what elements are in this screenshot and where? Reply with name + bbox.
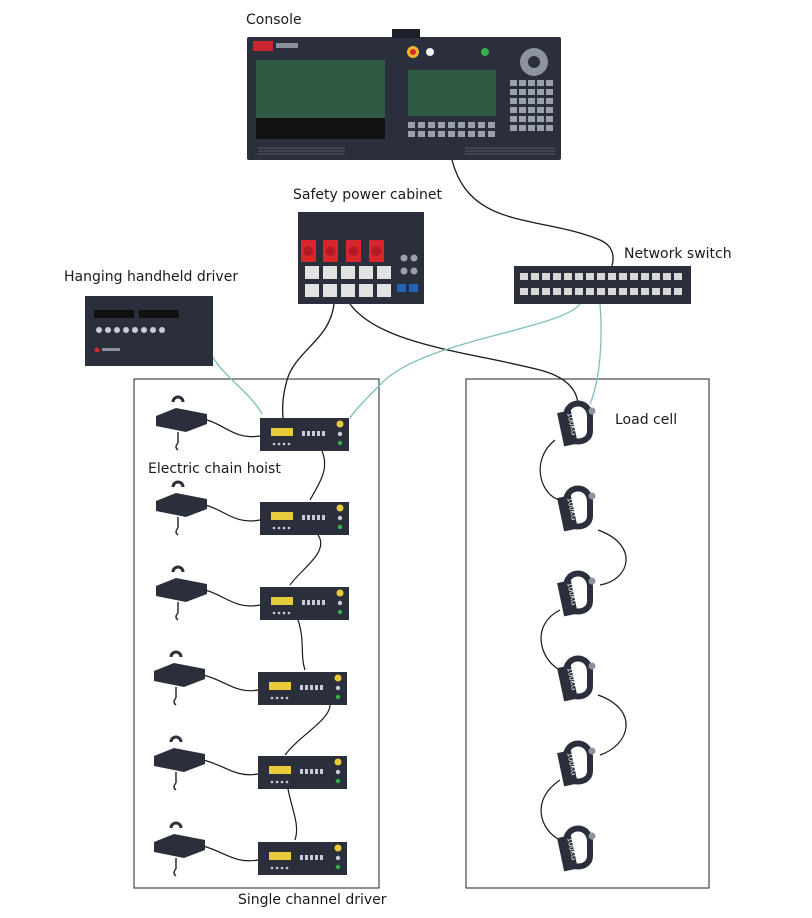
console-keypad: [510, 80, 553, 131]
chain-hoist: [154, 821, 205, 877]
load-cell: 100KG: [557, 485, 596, 532]
single-channel-driver-label: Single channel driver: [238, 892, 387, 908]
load-cell: 100KG: [557, 825, 596, 872]
chain-hoist-label: Electric chain hoist: [148, 461, 281, 477]
chain-hoist: [156, 480, 207, 536]
network-switch-label: Network switch: [624, 246, 732, 262]
console-label: Console: [246, 12, 302, 28]
console-device: [247, 29, 561, 160]
network-switch: [514, 266, 691, 304]
single-channel-driver: [258, 756, 347, 789]
console-sub-screen: [408, 70, 496, 116]
single-channel-driver: [260, 587, 349, 620]
load-cell: 100KG: [557, 740, 596, 787]
switch-ports: [520, 273, 682, 295]
single-channel-driver: [258, 672, 347, 705]
load-cell: 100KG: [557, 655, 596, 702]
power-sockets: [301, 240, 384, 262]
safety-power-cabinet: [298, 212, 424, 304]
load-cell: 100KG: [557, 400, 596, 447]
chain-hoist: [154, 735, 205, 791]
single-channel-driver: [260, 418, 349, 451]
single-channel-driver: [260, 502, 349, 535]
driver-chain-cables: [202, 419, 331, 862]
load-cell-group-frame: [465, 378, 710, 889]
safety-cabinet-label: Safety power cabinet: [293, 187, 442, 203]
single-channel-driver: [258, 842, 347, 875]
load-cell-label: Load cell: [615, 412, 678, 428]
chain-hoist: [154, 650, 205, 706]
load-cell: 100KG: [557, 570, 596, 617]
driver-group-frame: [133, 378, 380, 889]
console-button-row: [408, 122, 495, 137]
network-cables: [211, 159, 614, 419]
handheld-driver-label: Hanging handheld driver: [64, 269, 239, 285]
handheld-driver-device: [85, 296, 213, 366]
chain-hoist: [156, 395, 207, 451]
chain-hoist: [156, 565, 207, 621]
load-cell-chain-cables: [539, 439, 627, 841]
